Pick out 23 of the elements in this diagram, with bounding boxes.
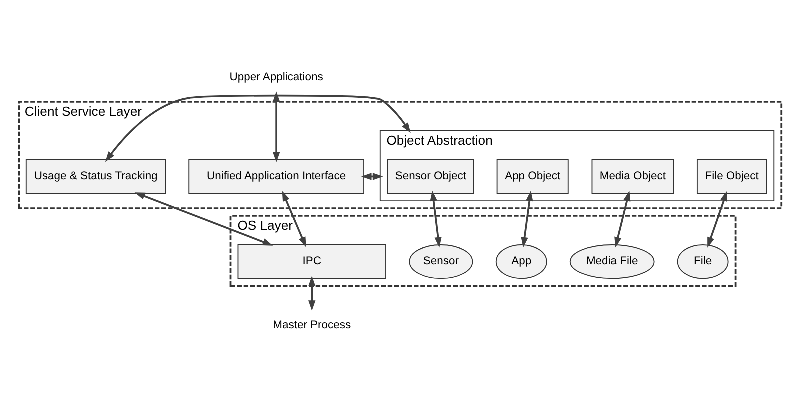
node-box: App Object xyxy=(496,158,569,194)
node-box: IPC xyxy=(238,244,386,279)
node-box: Usage & Status Tracking xyxy=(26,158,166,194)
arrow xyxy=(708,190,728,248)
arrow xyxy=(430,190,442,248)
node-text: Master Process xyxy=(273,318,352,331)
node-box: Unified Application Interface xyxy=(188,158,364,194)
arrow xyxy=(105,94,411,162)
arrow xyxy=(521,190,534,248)
node-ellipse: Sensor xyxy=(409,244,474,279)
node-box: Media Object xyxy=(592,158,674,194)
arrow xyxy=(614,190,631,248)
node-ellipse: App xyxy=(496,244,548,279)
arrow xyxy=(282,190,306,247)
node-ellipse: Media File xyxy=(570,244,655,279)
node-ellipse: File xyxy=(677,244,729,279)
node-box: Sensor Object xyxy=(387,158,474,194)
node-text: Upper Applications xyxy=(230,70,324,83)
arrow xyxy=(272,91,280,162)
node-box: File Object xyxy=(696,158,768,194)
arrow xyxy=(134,192,274,246)
arrow xyxy=(361,172,384,180)
arrow xyxy=(308,276,316,310)
